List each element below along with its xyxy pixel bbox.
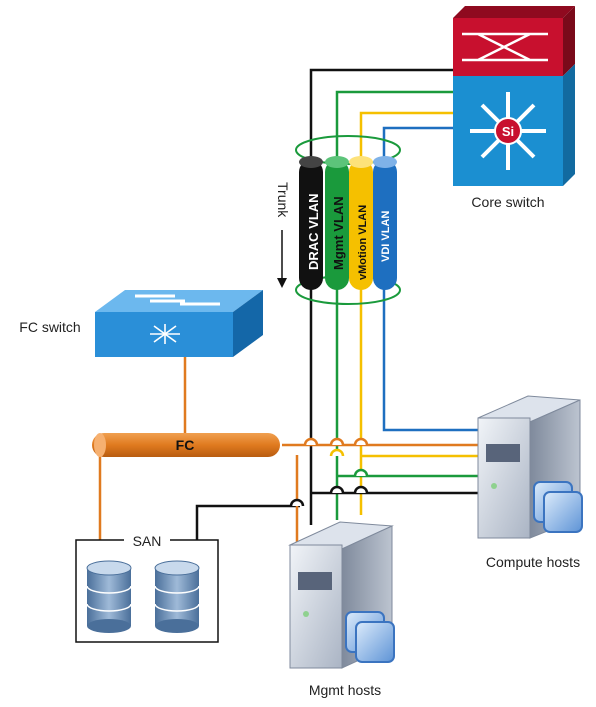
compute-host-server [477, 395, 583, 539]
trunk-label: Trunk [275, 182, 291, 218]
mgmt-wire [335, 90, 455, 520]
trunk-arrow-head [277, 278, 287, 288]
vm-icon [533, 481, 583, 533]
vdi-tube: VDI VLAN [373, 156, 397, 290]
fc-switch [95, 290, 263, 357]
svg-text:Si: Si [502, 124, 514, 139]
drac-wire [309, 68, 455, 525]
si-icon: Si [470, 92, 546, 170]
vdi-vlan-label: VDI VLAN [380, 211, 392, 262]
core-switch-label: Core switch [471, 194, 544, 210]
drac-tube: DRAC VLAN [299, 156, 323, 290]
mgmt-tube: Mgmt VLAN [325, 156, 349, 290]
wire-crossings [289, 437, 369, 507]
san-drac-wire [195, 504, 300, 540]
trunk-bundle: DRAC VLAN Mgmt VLAN vMotion VLAN VDI VLA… [275, 135, 401, 305]
fc-switch-arrows-icon [135, 294, 220, 306]
mgmt-host-server [288, 521, 395, 669]
mgmt-hosts-label: Mgmt hosts [309, 682, 381, 698]
mgmt-vlan-label: Mgmt VLAN [331, 196, 346, 270]
database-icon [86, 560, 132, 633]
core-switch: Si [453, 6, 575, 186]
fc-switch-label: FC switch [19, 319, 80, 335]
vmotion-tube: vMotion VLAN [349, 156, 373, 290]
fc-label: FC [176, 437, 195, 453]
san-label: SAN [133, 533, 162, 549]
database-icon [154, 560, 200, 633]
fc-pipe: FC [92, 433, 280, 457]
drac-vlan-label: DRAC VLAN [306, 193, 321, 270]
vm-icon [345, 611, 395, 663]
vmotion-vlan-label: vMotion VLAN [357, 205, 369, 280]
vmotion-wire [359, 111, 455, 515]
core-switch-arrows-icon [462, 32, 548, 62]
san-box: SAN [75, 532, 219, 643]
fc-switch-hub-icon [150, 324, 180, 344]
compute-hosts-label: Compute hosts [486, 554, 580, 570]
